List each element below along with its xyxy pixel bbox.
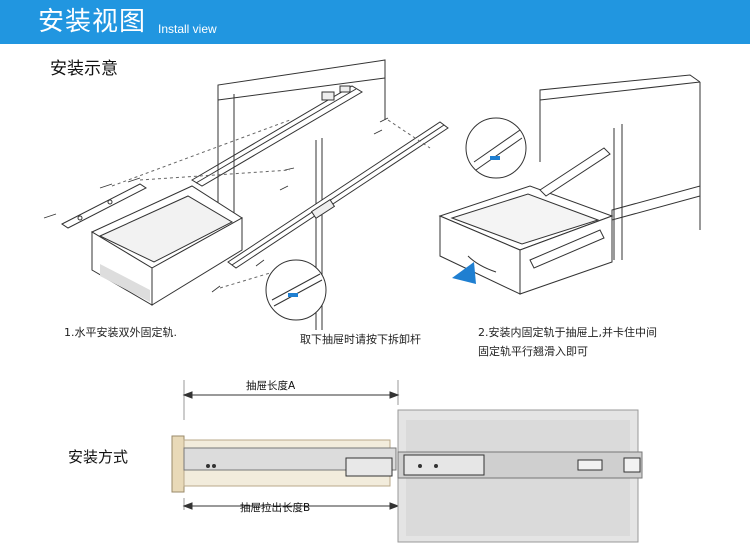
drawer-length-label: 抽屉长度A <box>246 380 296 392</box>
cabinet-rail <box>191 85 363 187</box>
left-cabinet <box>217 59 386 330</box>
right-drawer <box>438 147 614 295</box>
guide-lines <box>111 119 431 289</box>
caption-release: 取下抽屉时请按下拆卸杆 <box>300 333 421 346</box>
zoom-circle-right <box>465 117 527 179</box>
method-heading: 安装方式 <box>68 448 129 466</box>
drawer-extension-label: 抽屉拉出长度B <box>240 502 311 514</box>
dimension-diagram <box>171 380 643 543</box>
drawer-rail <box>61 183 147 229</box>
screws <box>43 117 389 293</box>
left-drawer <box>90 185 243 306</box>
caption-step1: 1.水平安装双外固定轨. <box>64 326 177 339</box>
diagram-heading: 安装示意 <box>50 59 118 79</box>
caption-step2-line1: 2.安装内固定轨于抽屉上,并卡住中间 <box>478 326 657 339</box>
header-banner: 安装视图 Install view <box>0 0 750 44</box>
caption-step2-line2: 固定轨平行翘滑入即可 <box>478 345 588 358</box>
arrow-indicator <box>452 262 476 284</box>
right-rail-left <box>227 121 449 269</box>
banner-title: 安装视图 <box>38 7 147 37</box>
banner-subtitle: Install view <box>158 22 217 36</box>
zoom-circle-left <box>265 259 327 321</box>
